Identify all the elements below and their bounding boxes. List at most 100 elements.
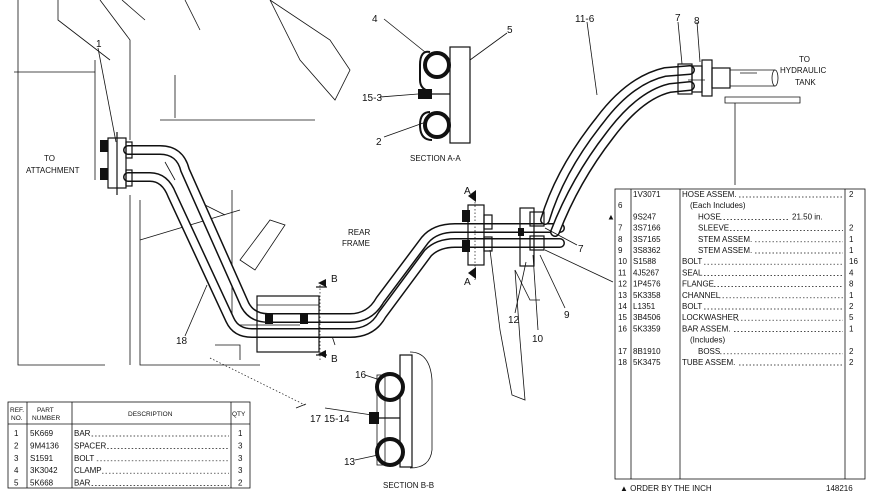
section-aa-title: SECTION A-A bbox=[410, 154, 461, 163]
label-to-tank-2: HYDRAULIC bbox=[780, 66, 826, 75]
th-desc: DESCRIPTION bbox=[128, 411, 173, 418]
callout-15-3: 15-3 bbox=[362, 93, 382, 104]
left-row-qty: 2 bbox=[238, 479, 243, 488]
callout-15-14: 15-14 bbox=[324, 414, 350, 425]
right-row-ref: 10 bbox=[618, 257, 627, 266]
callout-16: 16 bbox=[355, 370, 367, 381]
right-row-part: S1588 bbox=[633, 257, 657, 266]
th-qty: QTY bbox=[232, 411, 246, 418]
left-row-qty: 3 bbox=[238, 441, 243, 450]
right-row-ref: 15 bbox=[618, 313, 627, 322]
label-rear-frame-1: REAR bbox=[348, 228, 370, 237]
arrow-a-top: A bbox=[464, 186, 471, 197]
right-row-part: L1351 bbox=[633, 302, 656, 311]
right-row-qty: 2 bbox=[849, 347, 854, 356]
right-row-part: 3S8362 bbox=[633, 246, 661, 255]
callout-7-top: 7 bbox=[675, 13, 681, 24]
arrow-b-bottom: B bbox=[331, 354, 338, 365]
right-row-desc: (Each Includes) bbox=[690, 201, 746, 210]
callout-5: 5 bbox=[507, 25, 513, 36]
callout-18: 18 bbox=[176, 336, 188, 347]
callout-2: 2 bbox=[376, 137, 382, 148]
right-row-ref: 9 bbox=[618, 246, 623, 255]
chassis-outline bbox=[14, 0, 801, 406]
right-row-qty: 1 bbox=[849, 235, 854, 244]
right-row-ref: 13 bbox=[618, 291, 627, 300]
right-row-qty: 16 bbox=[849, 257, 858, 266]
left-row-ref: 5 bbox=[14, 479, 19, 488]
right-row-desc: TUBE ASSEM. bbox=[682, 358, 735, 367]
tank-fitting bbox=[677, 59, 779, 97]
callout-17: 17 bbox=[310, 414, 322, 425]
footnote-order: ▲ ORDER BY THE INCH bbox=[620, 484, 712, 493]
right-row-desc: HOSE ASSEM. bbox=[682, 190, 737, 199]
right-row-part: 5K3359 bbox=[633, 324, 661, 333]
callout-1: 1 bbox=[96, 39, 102, 50]
right-row-qty: 4 bbox=[849, 268, 854, 277]
right-row-qty: 1 bbox=[849, 291, 854, 300]
right-row-ref: 14 bbox=[618, 302, 627, 311]
right-row-desc: BOLT bbox=[682, 302, 702, 311]
right-row-part: 4J5267 bbox=[633, 268, 660, 277]
th-ref-1: REF. bbox=[10, 407, 24, 414]
right-row-part: 5K3358 bbox=[633, 291, 661, 300]
left-row-part: S1591 bbox=[30, 454, 54, 463]
leader-lines bbox=[97, 18, 757, 461]
right-row-desc: FLANGE bbox=[682, 280, 714, 289]
right-row-desc: BOSS bbox=[698, 347, 720, 356]
left-row-desc: BOLT bbox=[74, 454, 94, 463]
diagram-labels: 1 4 5 15-3 2 11-6 7 8 7 9 10 12 18 17 15… bbox=[26, 13, 853, 493]
right-row-desc: LOCKWASHER bbox=[682, 313, 739, 322]
right-row-desc: HOSE bbox=[698, 212, 721, 221]
right-row-qty: 2 bbox=[849, 224, 854, 233]
left-row-desc: CLAMP bbox=[74, 466, 102, 475]
callout-4: 4 bbox=[372, 14, 378, 25]
left-row-part: 5K668 bbox=[30, 479, 54, 488]
right-row-part: 8B1910 bbox=[633, 347, 661, 356]
right-row-part: 9S247 bbox=[633, 212, 657, 221]
right-row-note: 21.50 in. bbox=[792, 212, 823, 221]
right-row-desc: BAR ASSEM. bbox=[682, 324, 730, 333]
left-row-part: 9M4136 bbox=[30, 441, 59, 450]
arrow-a-bottom: A bbox=[464, 277, 471, 288]
right-row-ref: 17 bbox=[618, 347, 627, 356]
drawing-number: 148216 bbox=[826, 484, 853, 493]
hose-routing bbox=[123, 65, 695, 338]
right-row-qty: 1 bbox=[849, 324, 854, 333]
label-to-attachment-1: TO bbox=[44, 154, 55, 163]
right-row-desc: BOLT bbox=[682, 257, 702, 266]
right-row-ref: 8 bbox=[618, 235, 623, 244]
callout-11-6: 11-6 bbox=[575, 14, 595, 25]
right-row-desc: SEAL bbox=[682, 268, 703, 277]
right-row-desc: SLEEVE bbox=[698, 224, 729, 233]
callout-9: 9 bbox=[564, 310, 570, 321]
arrow-b-top: B bbox=[331, 274, 338, 285]
section-aa-detail bbox=[418, 46, 471, 144]
right-row-part: 5K3475 bbox=[633, 358, 661, 367]
right-row-part: 3B4506 bbox=[633, 313, 661, 322]
right-row-desc: STEM ASSEM. bbox=[698, 246, 752, 255]
right-row-qty: 1 bbox=[849, 246, 854, 255]
right-row-desc: (Includes) bbox=[690, 336, 725, 345]
callout-10: 10 bbox=[532, 334, 544, 345]
section-bb-title: SECTION B-B bbox=[383, 481, 434, 490]
left-row-ref: 4 bbox=[14, 466, 19, 475]
left-row-qty: 3 bbox=[238, 454, 243, 463]
callout-12: 12 bbox=[508, 315, 520, 326]
th-ref-2: NO. bbox=[11, 415, 23, 422]
flange-aa bbox=[462, 195, 545, 280]
right-row-ref: 6 bbox=[618, 201, 623, 210]
label-to-tank-1: TO bbox=[799, 55, 810, 64]
th-part-1: PART bbox=[37, 407, 54, 414]
section-bb-detail bbox=[369, 351, 433, 469]
right-row-qty: 2 bbox=[849, 190, 854, 199]
left-row-ref: 3 bbox=[14, 454, 19, 463]
right-row-qty: 8 bbox=[849, 280, 854, 289]
left-row-desc: SPACER bbox=[74, 441, 107, 450]
th-part-2: NUMBER bbox=[32, 415, 60, 422]
left-row-qty: 3 bbox=[238, 466, 243, 475]
section-arrows bbox=[318, 190, 476, 358]
